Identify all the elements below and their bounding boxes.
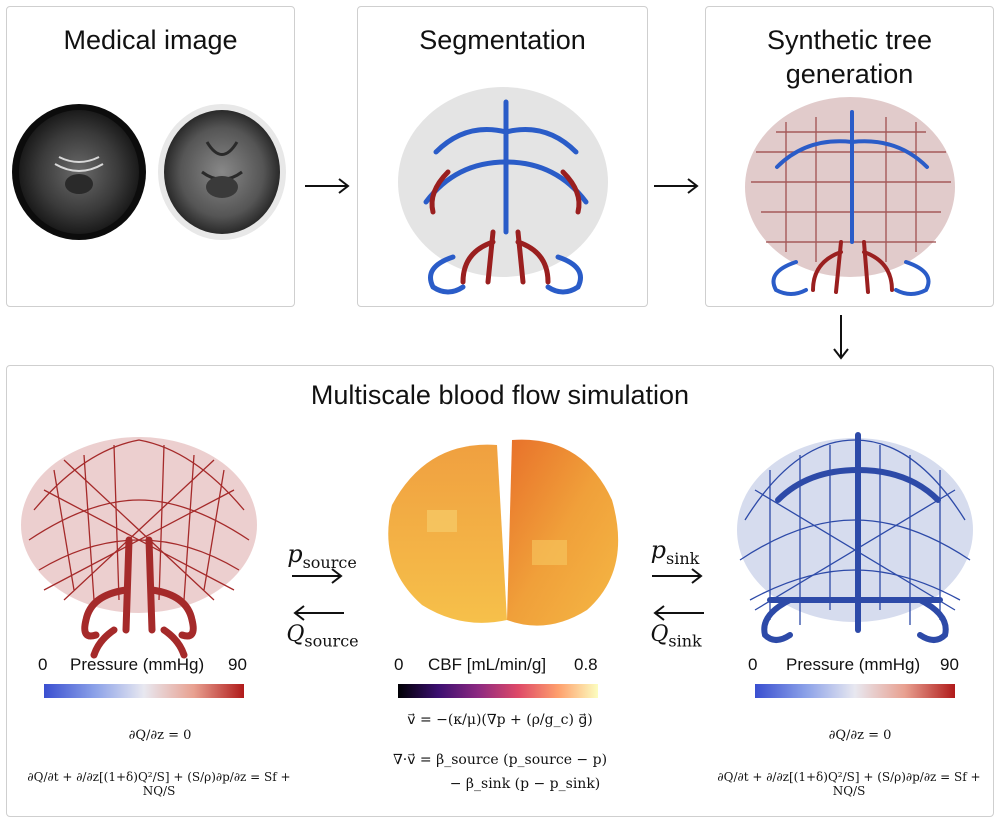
q-sink-label: Qsink [650, 622, 702, 651]
synthetic-tree-panel: Synthetic tree generation [705, 6, 994, 307]
arrow-down [833, 315, 849, 360]
venous-tree-image [737, 432, 973, 643]
synthetic-tree-image [745, 97, 955, 296]
left-flow-equation: ∂Q/∂t + ∂/∂z[(1+δ)Q²/S] + (S/ρ)∂p/∂z = S… [27, 770, 291, 798]
sink-term-equation: − β_sink (p − p_sink) [449, 776, 601, 792]
center-colorbar-min: 0 [394, 655, 404, 674]
simulation-title: Multiscale blood flow simulation [310, 380, 690, 410]
left-colorbar-min: 0 [38, 655, 48, 674]
right-colorbar-max: 90 [940, 655, 959, 674]
arterial-tree-image [21, 437, 257, 659]
synthetic-tree-title-line1: Synthetic tree [766, 25, 933, 55]
arrow-back-left [293, 605, 344, 621]
p-sink-label: psink [650, 536, 700, 568]
arrow-forward-left [292, 568, 343, 584]
right-boundary-equation: ∂Q/∂z = 0 [828, 728, 892, 743]
left-colorbar-max: 90 [228, 655, 247, 674]
right-flow-equation: ∂Q/∂t + ∂/∂z[(1+δ)Q²/S] + (S/ρ)∂p/∂z = S… [717, 770, 981, 798]
center-colorbar-label: CBF [mL/min/g] [428, 655, 547, 674]
arrow-back-right [653, 605, 704, 621]
medical-image-title: Medical image [63, 25, 238, 55]
mass-conservation-equation: ∇·v⃗ = β_source (p_source − p) [392, 752, 608, 768]
left-pressure-colorbar [44, 684, 244, 698]
left-boundary-equation: ∂Q/∂z = 0 [128, 728, 192, 743]
arrow-right-2 [654, 178, 699, 194]
center-colorbar-max: 0.8 [574, 655, 598, 674]
arrow-forward-right [652, 568, 703, 584]
arrow-right-1 [305, 178, 350, 194]
synthetic-tree-title-line2: generation [785, 59, 914, 89]
cbf-map-image [388, 439, 619, 626]
mri-scans-image [12, 104, 286, 240]
segmentation-title: Segmentation [419, 25, 586, 55]
right-colorbar-label: Pressure (mmHg) [786, 655, 921, 674]
right-colorbar-min: 0 [748, 655, 758, 674]
q-source-label: Qsource [286, 622, 359, 651]
segmented-vessels-image [398, 87, 608, 295]
left-colorbar-label: Pressure (mmHg) [70, 655, 205, 674]
p-source-label: psource [287, 540, 357, 572]
medical-image-panel: Medical image [6, 6, 295, 307]
right-pressure-colorbar [755, 684, 955, 698]
cbf-colorbar [398, 684, 598, 698]
segmentation-panel: Segmentation [357, 6, 648, 307]
darcy-velocity-equation: v⃗ = −(κ/μ)(∇p + (ρ/g_c) g⃗) [407, 712, 593, 728]
